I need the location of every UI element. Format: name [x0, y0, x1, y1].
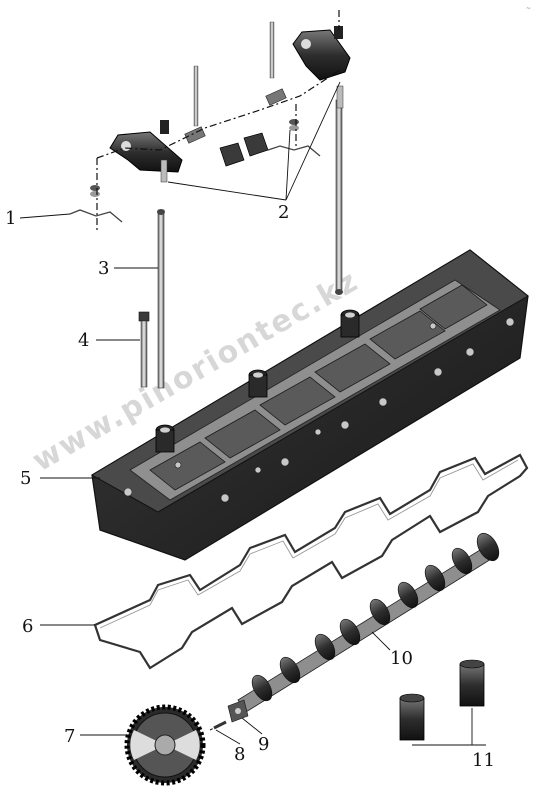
valve-cover-part-5 [91, 249, 529, 561]
callout-5: 5 [20, 468, 31, 489]
callout-10: 10 [390, 648, 413, 669]
gasket-inner-edge [99, 459, 519, 629]
callout-8: 8 [234, 744, 245, 765]
callout-6: 6 [22, 616, 33, 637]
leader-lines [19, 81, 486, 746]
tappet-part-11 [399, 659, 485, 741]
corner-mark: ~ [526, 5, 531, 12]
callout-2: 2 [278, 202, 289, 223]
callout-4: 4 [78, 330, 89, 351]
camshaft-part-10 [237, 532, 500, 713]
callout-1: 1 [5, 208, 16, 229]
thrust-plate-part-9 [227, 699, 249, 723]
callout-9: 9 [258, 734, 269, 755]
callout-11: 11 [472, 750, 495, 771]
callout-7: 7 [64, 726, 75, 747]
retaining-clip-part-1 [69, 145, 321, 223]
callout-3: 3 [98, 258, 109, 279]
bolt-part-4 [138, 311, 150, 388]
rocker-arm-part-2 [90, 10, 351, 230]
gasket-part-6 [93, 453, 529, 670]
dowel-pin-part-8 [209, 720, 227, 731]
camshaft-gear-part-7 [124, 704, 206, 786]
